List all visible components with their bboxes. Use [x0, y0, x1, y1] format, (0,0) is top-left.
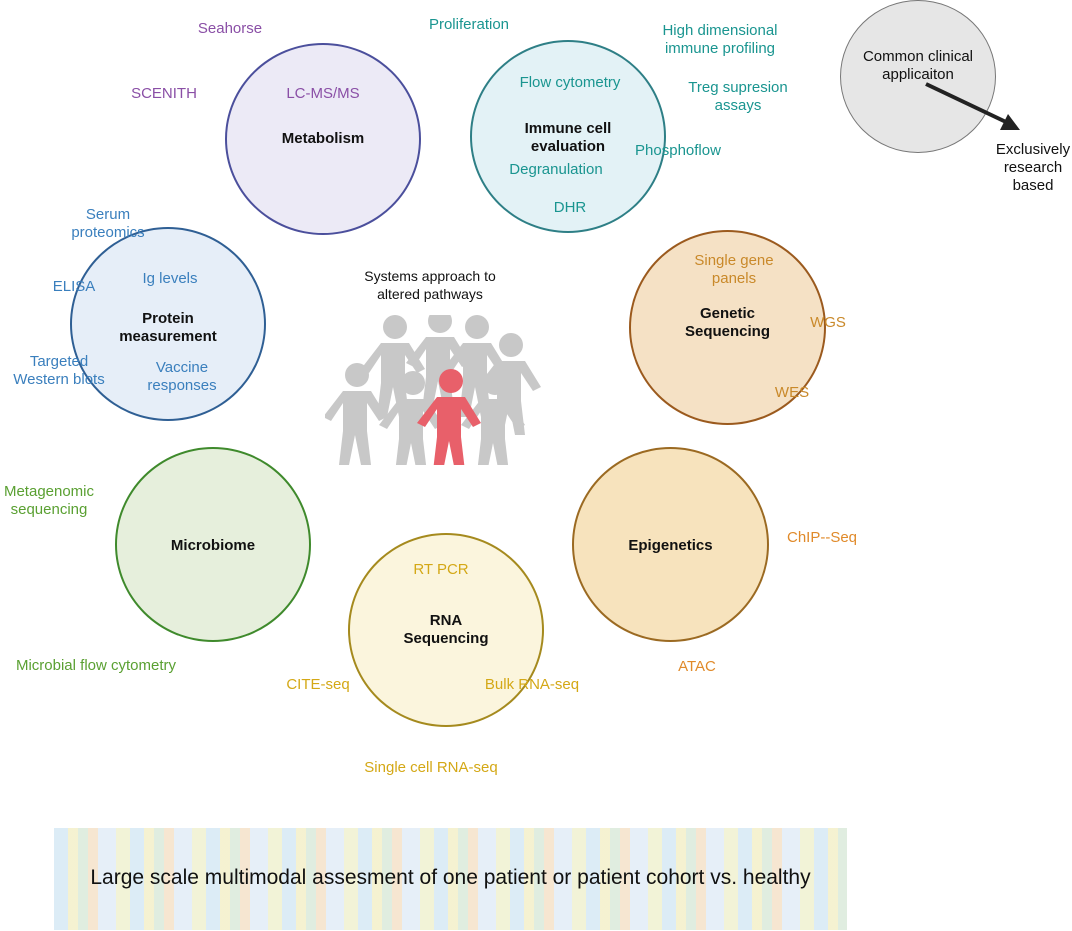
label-phosphoflow: Phosphoflow: [635, 142, 721, 159]
label-ig-levels: Ig levels: [142, 270, 198, 287]
legend-circle-label-line-1: Common clinical: [862, 48, 974, 65]
label-single-cell-rna-seq: Single cell RNA-seq: [364, 759, 498, 776]
label-targeted-western-blots: Targeted Western blots: [4, 353, 114, 389]
label-atac: ATAC: [678, 658, 716, 675]
epigenetics-title: Epigenetics: [628, 537, 713, 554]
label-vaccine-line-1: Vaccine: [155, 359, 209, 376]
label-serum-line-1: Serum: [85, 206, 131, 223]
person-icon: [477, 333, 541, 435]
label-dhr: DHR: [553, 199, 587, 216]
rna-title-line-1: RNA: [429, 612, 463, 629]
highlighted-patient-icon: [417, 369, 481, 465]
label-metagenomic-line-2: sequencing: [10, 501, 88, 518]
label-metagenomic-line-1: Metagenomic: [3, 483, 95, 500]
label-wgs: WGS: [810, 314, 846, 331]
person-icon: [406, 315, 470, 411]
legend-outside-label: Exclusively research based: [990, 141, 1072, 195]
label-seahorse: Seahorse: [197, 20, 263, 37]
microbiome-circle: [115, 447, 311, 642]
center-title: Systems approach to altered pathways: [350, 267, 510, 303]
metabolism-circle: [225, 43, 421, 235]
label-metagenomic-sequencing: Metagenomic sequencing: [0, 483, 98, 519]
microbiome-title: Microbiome: [170, 537, 256, 554]
immune-cell-circle: [470, 40, 666, 233]
label-lc-ms-ms: LC-MS/MS: [286, 85, 360, 102]
label-cite-seq: CITE-seq: [286, 676, 350, 693]
label-high-dimensional-line-1: High dimensional: [662, 22, 778, 39]
legend-arrow: [925, 82, 1020, 130]
rna-sequencing-title: RNA Sequencing: [348, 612, 544, 648]
label-bulk-rna-seq: Bulk RNA-seq: [484, 676, 580, 693]
rna-sequencing-circle: [348, 533, 544, 727]
legend-circle: [840, 0, 996, 153]
protein-title-line-2: measurement: [119, 328, 217, 345]
immune-cell-title-line-1: Immune cell: [524, 120, 612, 137]
label-microbial-flow-cytometry: Microbial flow cytometry: [15, 657, 177, 674]
patient-cohort-illustration: [325, 315, 541, 465]
bottom-banner: [54, 828, 847, 930]
legend-outside-label-line-3: based: [1012, 177, 1054, 194]
genetic-title-line-1: Genetic: [699, 305, 756, 322]
label-high-dimensional-immune-profiling: High dimensional immune profiling: [645, 22, 795, 58]
label-treg-line-1: Treg supresion: [688, 79, 788, 96]
protein-measurement-title: Protein measurement: [70, 310, 266, 346]
epigenetics-circle: [572, 447, 769, 642]
label-vaccine-responses: Vaccine responses: [132, 359, 232, 395]
label-rt-pcr: RT PCR: [413, 561, 469, 578]
label-single-gene-line-2: panels: [711, 270, 757, 287]
legend-circle-label-line-2: applicaiton: [882, 66, 954, 83]
label-degranulation: Degranulation: [509, 161, 603, 178]
person-icon: [361, 315, 425, 417]
person-icon: [443, 315, 507, 417]
rna-title-line-2: Sequencing: [403, 630, 489, 647]
legend-circle-label: Common clinical applicaiton: [848, 48, 988, 84]
person-icon: [461, 371, 525, 465]
label-chip-seq: ChIP--Seq: [786, 529, 858, 546]
immune-cell-title-line-2: evaluation: [530, 138, 606, 155]
label-targeted-line-1: Targeted: [29, 353, 89, 370]
label-high-dimensional-line-2: immune profiling: [664, 40, 776, 57]
legend-outside-label-line-2: research: [1003, 159, 1063, 176]
banner-text: Large scale multimodal assesment of one …: [90, 866, 811, 889]
person-icon: [325, 363, 387, 465]
protein-title-line-1: Protein: [142, 310, 194, 327]
label-treg-supresion-assays: Treg supresion assays: [678, 79, 798, 115]
genetic-title-line-2: Sequencing: [684, 323, 770, 340]
protein-measurement-circle: [70, 227, 266, 421]
center-title-line-1: Systems approach to: [364, 268, 496, 284]
legend-outside-label-line-1: Exclusively: [995, 141, 1071, 158]
label-flow-cytometry: Flow cytometry: [519, 74, 621, 91]
label-wes: WES: [774, 384, 810, 401]
genetic-sequencing-circle: [629, 230, 826, 425]
genetic-sequencing-title: Genetic Sequencing: [629, 305, 826, 341]
label-single-gene-line-1: Single gene: [694, 252, 774, 269]
label-treg-line-2: assays: [714, 97, 762, 114]
metabolism-title: Metabolism: [281, 130, 365, 147]
label-scenith: SCENITH: [131, 85, 197, 102]
label-single-gene-panels: Single gene panels: [684, 252, 784, 288]
label-proliferation: Proliferation: [428, 16, 510, 33]
label-vaccine-line-2: responses: [147, 377, 217, 394]
label-serum-proteomics: Serum proteomics: [58, 206, 158, 242]
center-title-line-2: altered pathways: [377, 286, 483, 302]
immune-cell-title: Immune cell evaluation: [470, 120, 666, 156]
label-elisa: ELISA: [52, 278, 96, 295]
label-serum-line-2: proteomics: [71, 224, 145, 241]
label-targeted-line-2: Western blots: [13, 371, 105, 388]
